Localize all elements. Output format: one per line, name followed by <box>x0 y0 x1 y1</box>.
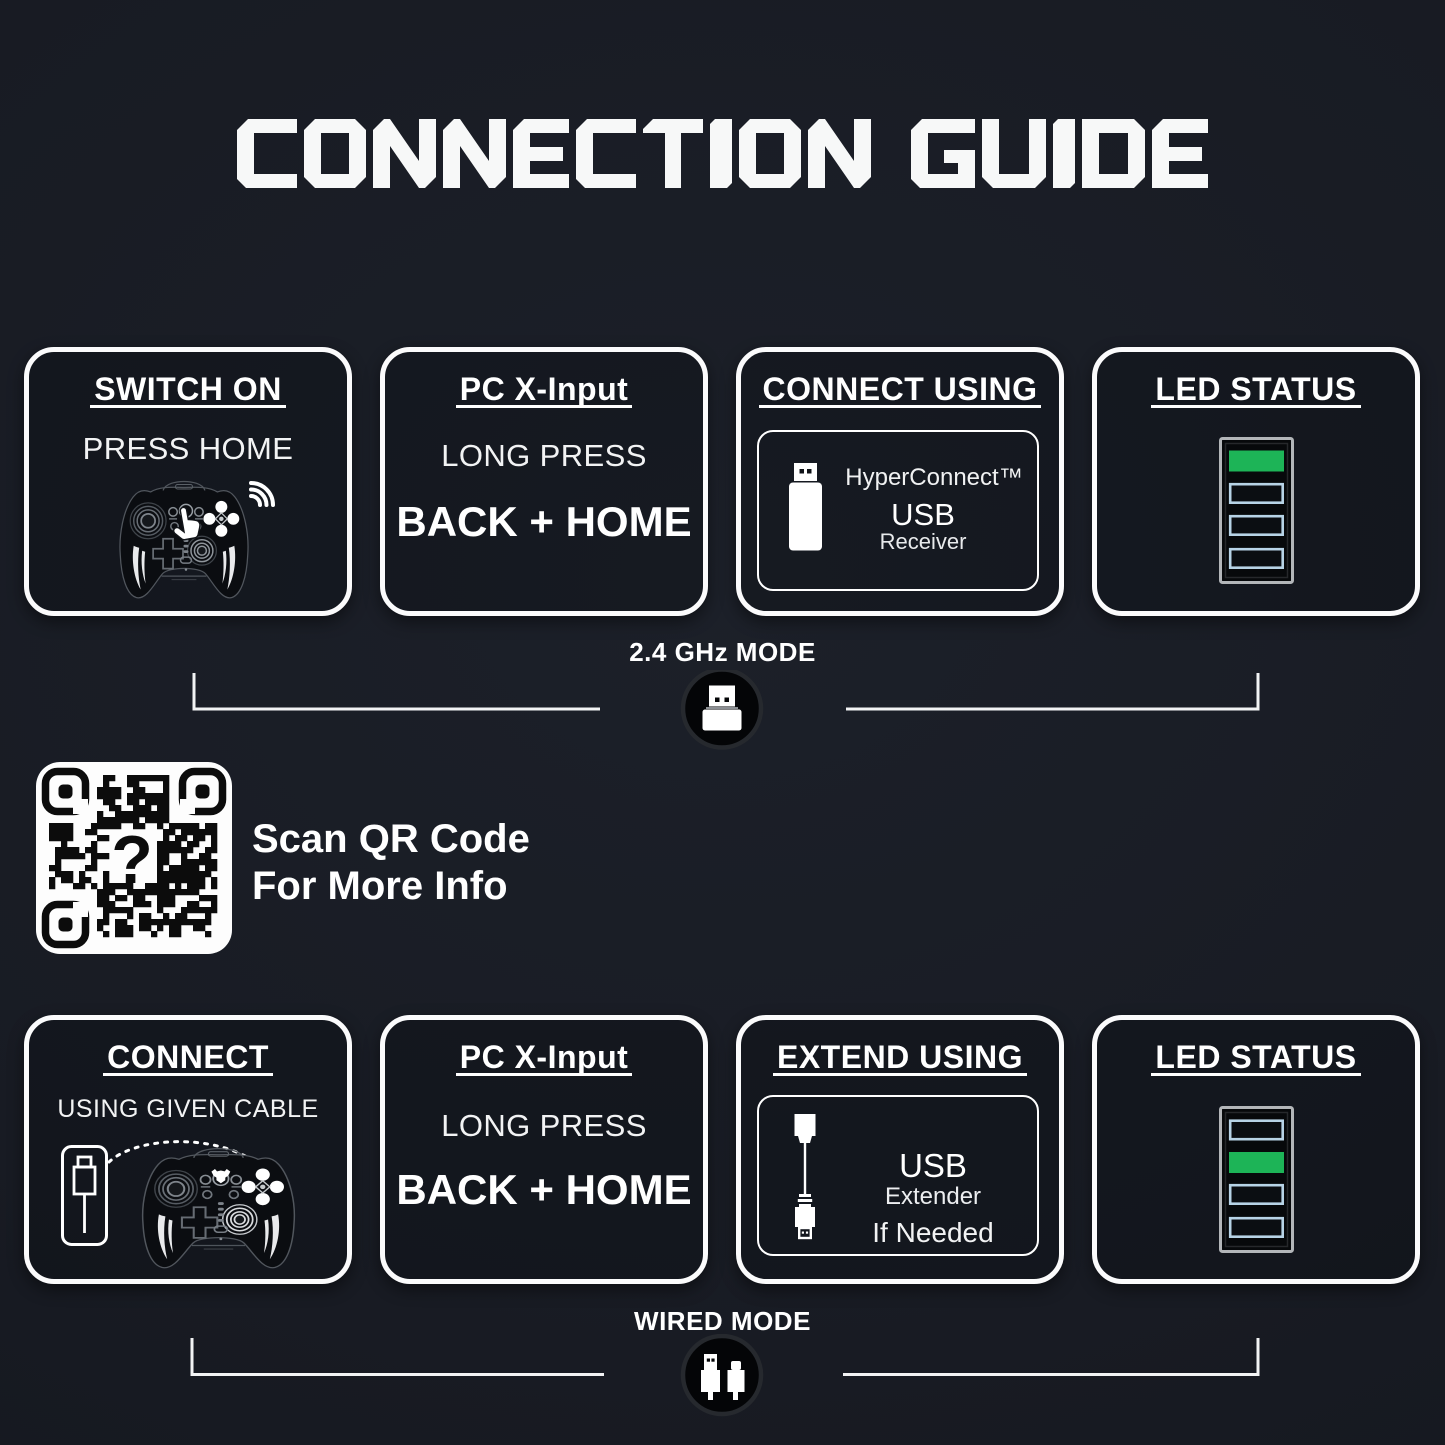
svg-text:?: ? <box>111 822 153 898</box>
